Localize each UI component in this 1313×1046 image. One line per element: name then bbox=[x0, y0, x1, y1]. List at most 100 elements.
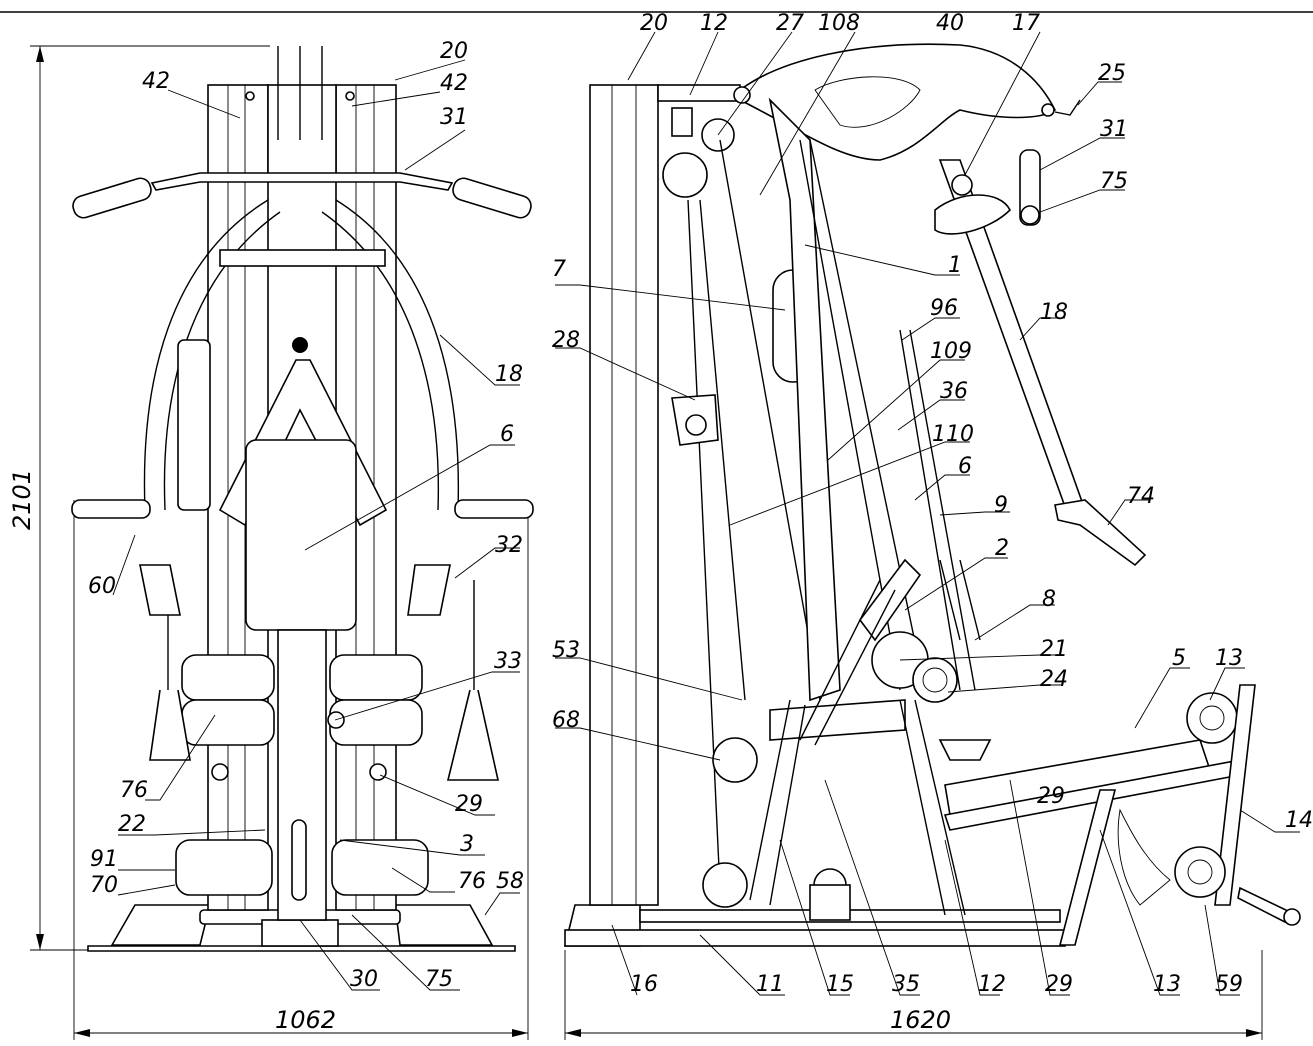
front-part-labels: 20 42 42 31 18 6 60 32 33 76 29 22 3 91 … bbox=[88, 39, 524, 992]
part-label: 12 bbox=[700, 11, 728, 36]
part-label: 21 bbox=[1040, 637, 1068, 662]
part-label: 109 bbox=[930, 339, 972, 364]
part-label: 36 bbox=[940, 379, 968, 404]
bench-leg bbox=[1058, 789, 1117, 946]
part-label: 108 bbox=[818, 11, 860, 36]
part-label: 33 bbox=[494, 649, 522, 674]
part-label: 24 bbox=[1040, 667, 1068, 692]
part-label: 42 bbox=[142, 69, 170, 94]
top-pulley-block bbox=[267, 84, 337, 176]
part-label: 18 bbox=[1040, 300, 1068, 325]
leg-roller-bottom bbox=[1174, 846, 1226, 898]
part-label: 11 bbox=[756, 972, 784, 997]
part-label: 9 bbox=[994, 493, 1008, 518]
cable bbox=[687, 199, 721, 891]
front-height-label: 2101 bbox=[8, 469, 36, 530]
front-view: 2101 1062 bbox=[8, 45, 534, 1040]
left-stirrup-handle bbox=[149, 689, 191, 761]
part-label: 68 bbox=[552, 708, 580, 733]
leg-roller-top bbox=[1186, 692, 1238, 744]
left-press-handle bbox=[71, 499, 151, 519]
left-bar-grip bbox=[72, 177, 152, 219]
lower-left-leg-pad bbox=[175, 839, 273, 896]
part-label: 42 bbox=[440, 71, 468, 96]
lat-pulldown-bar bbox=[150, 172, 454, 191]
part-label: 12 bbox=[978, 972, 1006, 997]
right-bar-grip bbox=[452, 177, 532, 219]
part-label: 53 bbox=[552, 638, 580, 663]
side-width-label: 1620 bbox=[890, 1006, 951, 1034]
right-press-handle bbox=[454, 499, 534, 519]
part-label: 15 bbox=[826, 972, 854, 997]
arm-handle bbox=[1054, 499, 1147, 567]
part-label: 31 bbox=[440, 105, 468, 130]
dimension-arrow bbox=[74, 1029, 90, 1037]
top-hook bbox=[1054, 99, 1081, 116]
left-press-arm bbox=[143, 199, 269, 511]
part-label: 1 bbox=[948, 253, 962, 278]
part-label: 31 bbox=[1100, 117, 1128, 142]
part-label: 25 bbox=[1098, 61, 1126, 86]
side-upright-post bbox=[768, 97, 841, 702]
right-press-arm bbox=[335, 199, 460, 511]
part-label: 18 bbox=[495, 362, 523, 387]
stirrup-handle-side bbox=[938, 739, 992, 761]
part-label: 14 bbox=[1285, 808, 1313, 833]
upper-right-leg-pad bbox=[329, 654, 423, 701]
part-label: 13 bbox=[1215, 646, 1243, 671]
part-label: 13 bbox=[1153, 972, 1181, 997]
dimension-arrow bbox=[1246, 1029, 1262, 1037]
side-base-rail bbox=[564, 929, 1066, 947]
left-pulley bbox=[139, 564, 181, 616]
part-label: 30 bbox=[350, 967, 378, 992]
leg-extension-arm bbox=[1214, 684, 1256, 906]
part-label: 76 bbox=[458, 869, 486, 894]
weight-pin-31 bbox=[1019, 149, 1041, 226]
pivot-disc bbox=[712, 737, 758, 783]
part-label: 7 bbox=[552, 257, 566, 282]
front-width-label: 1062 bbox=[275, 1006, 336, 1034]
front-base-plate bbox=[87, 945, 516, 952]
part-label: 35 bbox=[892, 972, 920, 997]
part-label: 2 bbox=[995, 536, 1009, 561]
side-view: 1620 bbox=[555, 31, 1301, 1040]
part-label: 29 bbox=[1037, 784, 1065, 809]
dimension-arrow bbox=[512, 1029, 528, 1037]
part-label: 75 bbox=[425, 967, 453, 992]
back-pad bbox=[245, 439, 357, 631]
part-label: 74 bbox=[1127, 484, 1155, 509]
side-part-labels: 20 12 27 108 40 17 25 31 75 1 7 96 18 28… bbox=[552, 11, 1313, 997]
top-arm-plate bbox=[739, 43, 1057, 161]
side-main-column bbox=[589, 84, 659, 906]
right-stirrup-handle bbox=[446, 689, 499, 781]
adjustment-disc bbox=[934, 194, 1011, 235]
upper-left-leg-pad bbox=[181, 654, 275, 701]
foot-pedal-cable bbox=[1237, 886, 1292, 924]
part-label: 29 bbox=[1045, 972, 1073, 997]
dimension-arrow bbox=[36, 46, 44, 62]
part-label: 8 bbox=[1042, 587, 1056, 612]
part-label: 6 bbox=[958, 454, 972, 479]
part-label: 5 bbox=[1172, 646, 1186, 671]
part-label: 3 bbox=[460, 832, 474, 857]
dimension-arrow bbox=[36, 934, 44, 950]
left-counterweight bbox=[177, 339, 211, 511]
crossbar bbox=[219, 249, 386, 267]
part-label: 17 bbox=[1012, 11, 1040, 36]
part-label: 110 bbox=[932, 422, 974, 447]
top-pulley bbox=[662, 152, 708, 198]
part-label: 20 bbox=[640, 11, 668, 36]
lower-right-leg-pad bbox=[331, 839, 429, 896]
roller-pad bbox=[912, 657, 958, 703]
base-bracket bbox=[261, 919, 339, 947]
part-label: 75 bbox=[1100, 169, 1128, 194]
right-pulley bbox=[407, 564, 451, 616]
part-label: 27 bbox=[776, 11, 804, 36]
part-label: 58 bbox=[496, 869, 524, 894]
part-label: 60 bbox=[88, 574, 116, 599]
part-label: 29 bbox=[455, 792, 483, 817]
part-label: 28 bbox=[552, 328, 580, 353]
dimension-arrow bbox=[565, 1029, 581, 1037]
part-label: 70 bbox=[90, 873, 118, 898]
